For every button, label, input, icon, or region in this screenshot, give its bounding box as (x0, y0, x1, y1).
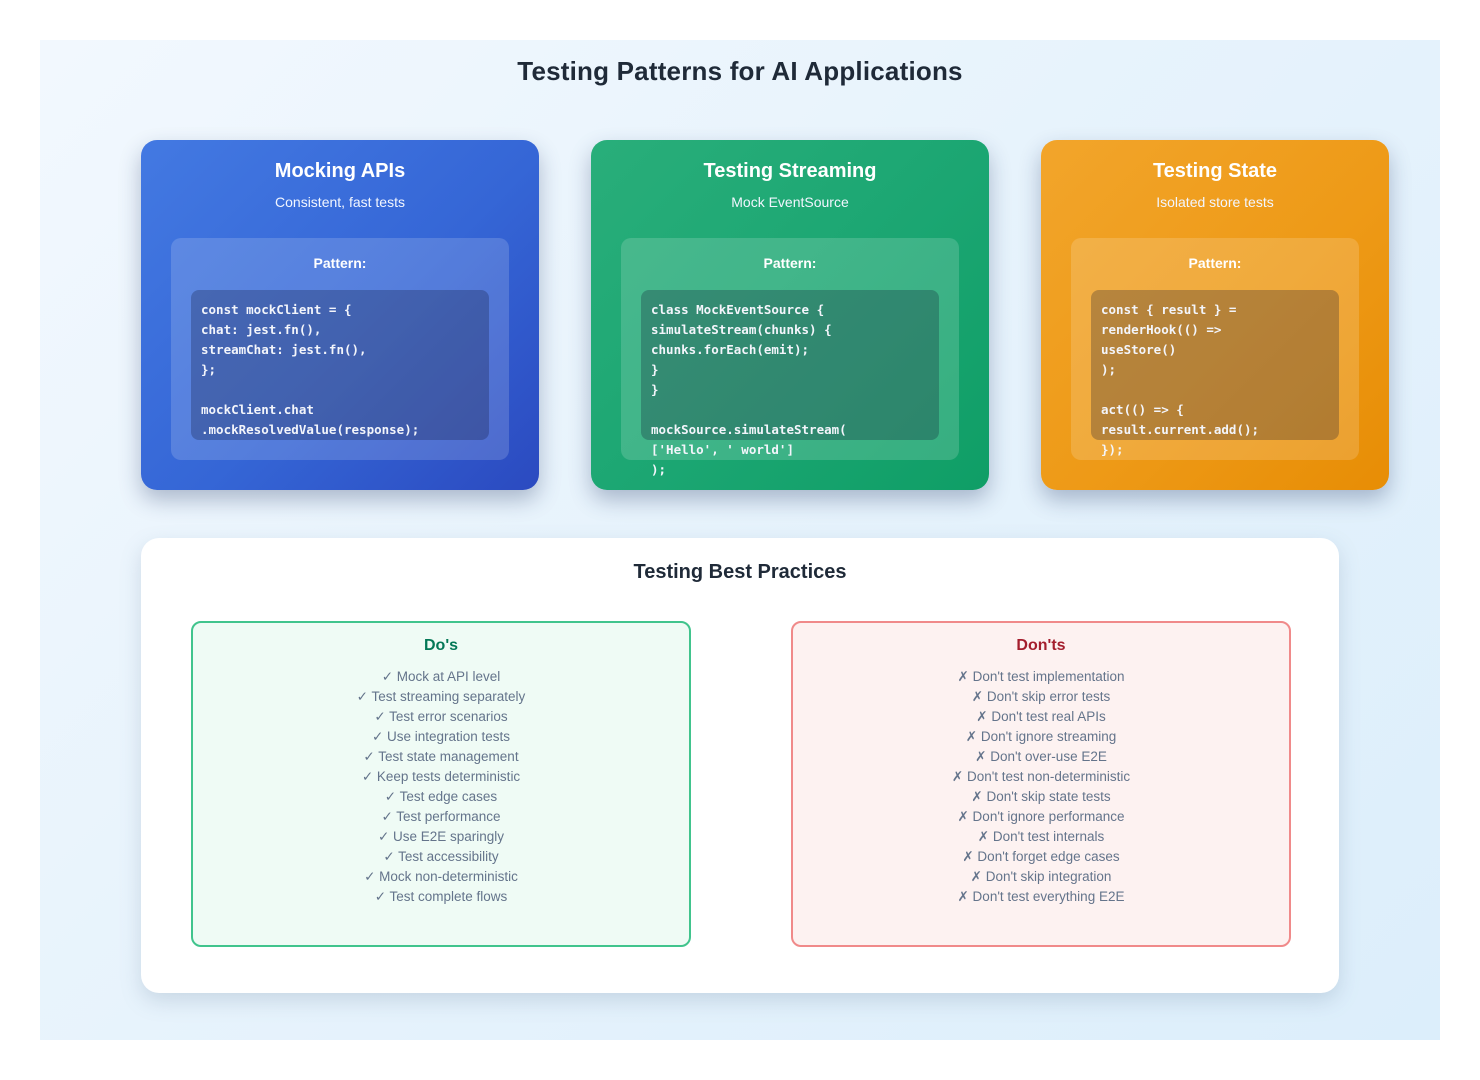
best-practices-title: Testing Best Practices (633, 561, 847, 583)
code-block: class MockEventSource { simulateStream(c… (641, 290, 939, 477)
dos-item: ✓ Test state management (363, 749, 519, 764)
code-line: mockClient.chat (201, 402, 314, 417)
code-line: ); (651, 462, 667, 477)
donts-item: ✗ Don't test internals (977, 829, 1105, 844)
donts-title: Don'ts (1016, 637, 1066, 654)
pattern-panel: Pattern: const mockClient = { chat: jest… (171, 238, 509, 460)
code-line: }); (1101, 442, 1124, 457)
code-line: } (651, 362, 659, 377)
card-title: Testing State (1152, 160, 1278, 182)
pattern-label: Pattern: (763, 255, 817, 271)
dos-item: ✓ Use integration tests (371, 729, 511, 744)
card-title: Mocking APIs (274, 160, 406, 182)
card-mocking-apis: Mocking APIs Consistent, fast tests Patt… (141, 140, 539, 490)
best-practices-card: Testing Best Practices Do's ✓ Mock at AP… (141, 538, 1339, 993)
code-line (651, 400, 939, 420)
code-line: simulateStream(chunks) { (651, 322, 832, 337)
donts-item: ✗ Don't skip state tests (971, 789, 1111, 804)
pattern-label: Pattern: (313, 255, 367, 271)
code-line: ); (1101, 362, 1117, 377)
code-line: chunks.forEach(emit); (651, 342, 810, 357)
dos-box: Do's ✓ Mock at API level ✓ Test streamin… (191, 621, 691, 947)
page-title: Testing Patterns for AI Applications (517, 56, 963, 86)
pattern-label: Pattern: (1188, 255, 1242, 271)
donts-item: ✗ Don't ignore performance (957, 809, 1125, 824)
donts-item: ✗ Don't skip error tests (971, 689, 1111, 704)
dos-item: ✓ Test performance (381, 809, 501, 824)
code-block: const { result } = renderHook(() => useS… (1091, 290, 1339, 457)
code-line (1101, 380, 1339, 400)
code-line: const { result } = (1101, 302, 1237, 317)
donts-box: Don'ts ✗ Don't test implementation ✗ Don… (791, 621, 1291, 947)
code-line: act(() => { (1101, 402, 1184, 417)
dos-item: ✓ Use E2E sparingly (377, 829, 505, 844)
code-line: } (651, 382, 659, 397)
dos-item: ✓ Test streaming separately (356, 689, 526, 704)
dos-list: ✓ Mock at API level ✓ Test streaming sep… (193, 667, 689, 907)
code-line: mockSource.simulateStream( (651, 422, 847, 437)
code-block: const mockClient = { chat: jest.fn(), st… (191, 290, 489, 440)
dos-item: ✓ Test edge cases (384, 789, 498, 804)
card-subtitle: Mock EventSource (731, 194, 849, 210)
dos-item: ✓ Test complete flows (374, 889, 508, 904)
donts-item: ✗ Don't forget edge cases (962, 849, 1120, 864)
code-line: .mockResolvedValue(response); (201, 422, 420, 437)
code-line: }; (201, 362, 217, 377)
code-line: useStore() (1101, 342, 1177, 357)
code-line: ['Hello', ' world'] (651, 442, 794, 457)
code-line: chat: jest.fn(), (201, 322, 322, 337)
donts-list: ✗ Don't test implementation ✗ Don't skip… (793, 667, 1289, 907)
donts-item: ✗ Don't skip integration (970, 869, 1112, 884)
dos-item: ✓ Test error scenarios (374, 709, 508, 724)
donts-item: ✗ Don't test real APIs (976, 709, 1106, 724)
donts-item: ✗ Don't test non-deterministic (951, 769, 1131, 784)
code-line: class MockEventSource { (651, 302, 825, 317)
donts-item: ✗ Don't test everything E2E (957, 889, 1125, 904)
code-line (201, 380, 489, 400)
code-line: result.current.add(); (1101, 422, 1260, 437)
donts-item: ✗ Don't test implementation (957, 669, 1125, 684)
code-line: const mockClient = { (201, 302, 352, 317)
card-subtitle: Consistent, fast tests (275, 194, 405, 210)
pattern-panel: Pattern: const { result } = renderHook((… (1071, 238, 1359, 460)
card-testing-streaming: Testing Streaming Mock EventSource Patte… (591, 140, 989, 490)
donts-item: ✗ Don't over-use E2E (975, 749, 1107, 764)
dos-item: ✓ Mock non-deterministic (364, 869, 518, 884)
dos-title: Do's (423, 637, 459, 654)
code-line: streamChat: jest.fn(), (201, 342, 367, 357)
donts-item: ✗ Don't ignore streaming (965, 729, 1117, 744)
dos-item: ✓ Test accessibility (383, 849, 499, 864)
card-title: Testing Streaming (703, 160, 877, 182)
card-subtitle: Isolated store tests (1156, 194, 1274, 210)
code-line: renderHook(() => (1101, 322, 1222, 337)
pattern-panel: Pattern: class MockEventSource { simulat… (621, 238, 959, 477)
dos-item: ✓ Keep tests deterministic (361, 769, 521, 784)
dos-item: ✓ Mock at API level (381, 669, 501, 684)
card-testing-state: Testing State Isolated store tests Patte… (1041, 140, 1389, 490)
